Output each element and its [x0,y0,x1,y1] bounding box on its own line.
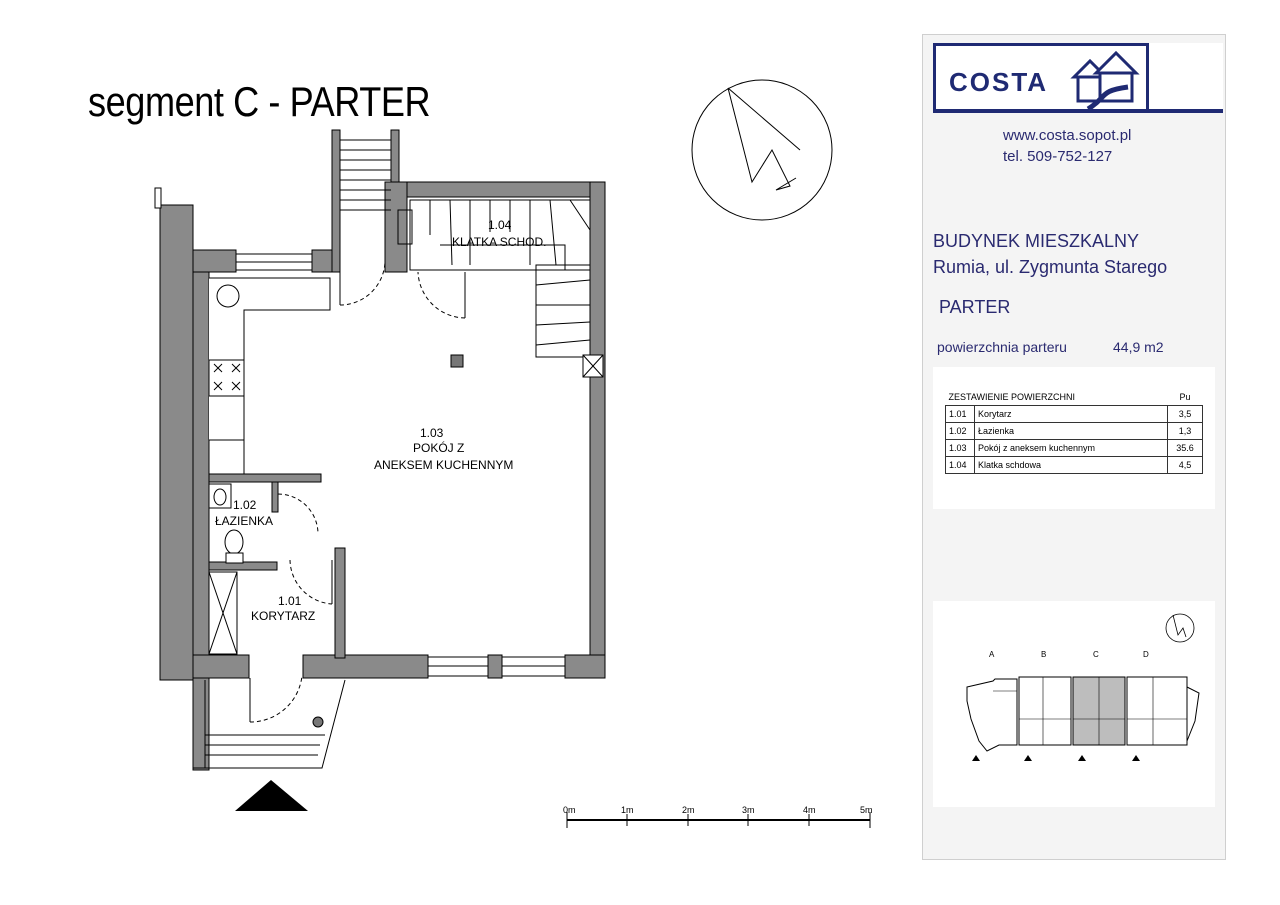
area-label: powierzchnia parteru [937,339,1067,355]
party-wall [159,204,194,681]
room-name: Łazienka [974,422,1168,440]
north-arrow-icon [691,79,833,221]
doors [249,261,466,723]
staircase [409,199,604,378]
title-block: COSTA www.costa.sopot.pl tel. 509-752-12… [922,34,1226,860]
windows [235,253,566,677]
table-row: 1.04 Klatka schdowa 4,5 [945,456,1203,474]
summary-unit-header: Pu [1167,389,1203,406]
room-area: 4,5 [1167,456,1203,474]
room-name: Klatka schdowa [974,456,1168,474]
room-number-103: 1.03 [420,426,444,440]
room-no: 1.01 [945,405,975,423]
room-name-102: ŁAZIENKA [215,514,274,528]
entrance-arrow-icon [235,780,308,811]
scale-label: 1m [621,805,634,815]
scale-label: 0m [563,805,576,815]
floor-name: PARTER [939,297,1011,317]
room-number-104: 1.04 [488,218,512,232]
key-plan-north-icon [1165,613,1195,643]
phone-number: tel. 509-752-127 [1003,148,1113,165]
bathroom-fixtures [208,483,244,564]
key-plan: A B C D [933,601,1215,807]
room-area: 35.6 [1167,439,1203,457]
room-no: 1.04 [945,456,975,474]
room-name-103-line1: POKÓJ Z [413,441,465,455]
room-no: 1.02 [945,422,975,440]
room-number-101: 1.01 [278,594,302,608]
table-row: 1.01 Korytarz 3,5 [945,405,1203,423]
logo-text: COSTA [949,67,1049,97]
scale-label: 3m [742,805,755,815]
address: Rumia, ul. Zygmunta Starego [933,257,1168,277]
company-logo: COSTA [933,43,1223,113]
area-summary-table: ZESTAWIENIE POWIERZCHNI Pu 1.01 Korytarz… [933,367,1215,509]
room-name: Pokój z aneksem kuchennym [974,439,1168,457]
scale-label: 2m [682,805,695,815]
website-link[interactable]: www.costa.sopot.pl [1003,127,1132,144]
scale-label: 4m [803,805,816,815]
room-no: 1.03 [945,439,975,457]
entrance-steps [192,679,346,769]
segment-label-b: B [1041,650,1047,659]
scale-label: 5m [860,805,873,815]
segment-label-c: C [1093,650,1099,659]
room-name-104: KLATKA SCHOD. [452,235,547,249]
room-name: Korytarz [974,405,1168,423]
table-row: 1.03 Pokój z aneksem kuchennym 35.6 [945,439,1203,457]
room-number-102: 1.02 [233,498,257,512]
area-value: 44,9 m2 [1113,339,1164,355]
room-area: 3,5 [1167,405,1203,423]
room-area: 1,3 [1167,422,1203,440]
table-row: 1.02 Łazienka 1,3 [945,422,1203,440]
segment-label-a: A [989,650,995,659]
room-name-103-line2: ANEKSEM KUCHENNYM [374,458,514,472]
segment-label-d: D [1143,650,1149,659]
summary-title: ZESTAWIENIE POWIERZCHNI [945,389,1168,406]
drawing-title: segment C - PARTER [88,78,431,125]
room-name-101: KORYTARZ [251,609,316,623]
floor-plan [154,79,871,828]
house-logo-icon [1070,50,1140,109]
scale-bar [566,812,871,828]
kitchen-counter [208,277,331,475]
building-type: BUDYNEK MIESZKALNY [933,231,1140,251]
exterior-walls [192,129,606,771]
